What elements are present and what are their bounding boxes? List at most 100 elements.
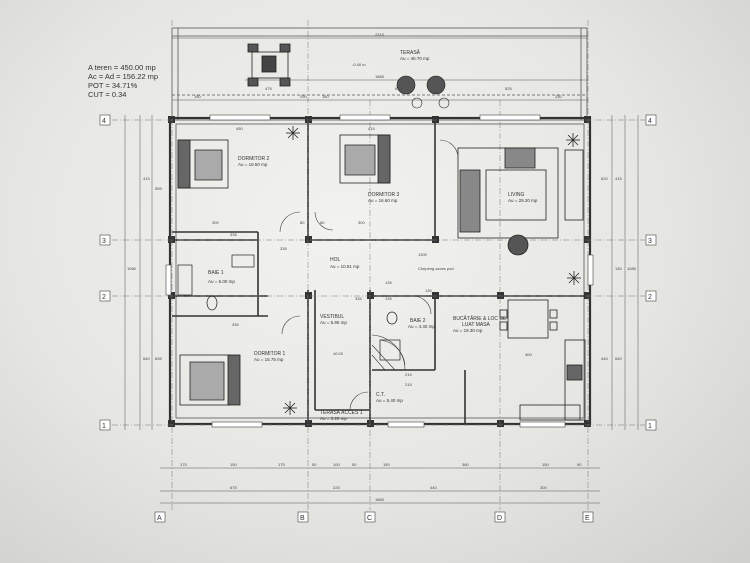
room-ct-name: C.T. [376,392,385,398]
dim-left-640: 640 [143,356,150,361]
bed-dormitor-3 [339,134,391,184]
dim-inner-215b: 215 [405,382,412,387]
room-bucatarie-area: Au = 19.30 mp [453,328,483,333]
kitchen-table [499,299,558,339]
dim-right-445: 445 [601,356,608,361]
dim-top-1865: 1865 [375,74,385,79]
dim-bottom-100: 100 [333,462,340,467]
room-bucatarie-line1: BUCĂTĂRIE & LOC DE [453,315,507,322]
dim-left-415: 415 [143,176,150,181]
row-label-3-right: 3 [648,238,652,245]
dim-inner-300b: 300 [358,220,365,225]
plants [283,126,581,415]
dim-inner-335b: 335 [232,322,239,327]
col-label-a: A [157,515,162,522]
dim-inner-335d: 335 [355,296,362,301]
dim-top-150: 150 [194,94,201,99]
dim-inner-335c: 335 [230,232,237,237]
row-label-2-right: 2 [648,294,652,301]
row-label-4-left: 4 [102,118,106,125]
room-dormitor1-area: Au = 15.75 mp [254,357,284,362]
room-living-area: Au = 29.20 mp [508,198,538,203]
dim-left-835: 835 [155,356,162,361]
dimension-lines [124,37,639,504]
dim-top-290: 290 [300,94,307,99]
room-dormitor2-name: DORMITOR 2 [238,156,270,162]
dim-left-555: 555 [155,186,162,191]
room-vestibul-area: Au = 5.95 mp [320,320,347,325]
dim-bottom-225: 225 [333,485,340,490]
dim-right-620: 620 [601,176,608,181]
dim-bottom-675: 675 [230,485,237,490]
dim-inner-300a: 300 [212,220,219,225]
dim-bottom-90: 90 [577,462,582,467]
dim-left-1080: 1080 [127,266,137,271]
dim-right-1085: 1085 [627,266,637,271]
dim-inner-1300: 1300 [418,252,428,257]
dim-top-total: 2315 [375,32,385,37]
dim-bottom-50b: 50 [352,462,357,467]
note-acces-pod: Chepeng acces pod [418,266,454,271]
dim-inner-335a: 335 [280,246,287,251]
bath-fixtures [177,254,401,361]
room-terasa-name: TERASĂ [400,49,421,56]
level-vestibul: ±0.00 [333,351,344,356]
dim-bottom-150a: 150 [230,462,237,467]
room-baie2-name: BAIE 2 [410,318,426,324]
col-label-b: B [300,515,305,522]
col-label-e: E [585,515,590,522]
room-terasa-acces-area: Au = 3.20 mp [320,416,347,421]
dim-top-230: 230 [555,94,562,99]
dim-bottom-50a: 50 [312,462,317,467]
stat-ac: Ac = Ad = 156.22 mp [88,72,159,81]
dim-inner-450: 450 [236,126,243,131]
terrace-lounge-chairs [396,75,450,109]
dim-inner-130: 130 [425,288,432,293]
dim-inner-215a: 215 [405,372,412,377]
room-dormitor3-name: DORMITOR 3 [368,192,400,198]
room-hol-area: Au = 10.81 mp [330,264,360,269]
dim-bottom-300: 300 [540,485,547,490]
dim-top-160: 160 [322,94,329,99]
dim-right-640: 640 [615,356,622,361]
dim-inner-415: 415 [368,126,375,131]
bed-dormitor-2 [177,139,229,189]
axis-bubbles [99,114,657,523]
room-baie1-area: Au = 6.00 mp [208,279,235,284]
dim-bottom-440: 440 [430,485,437,490]
windows [165,114,594,428]
stat-pot: POT = 34.71% [88,81,138,90]
col-label-c: C [367,515,372,522]
room-dormitor1-name: DORMITOR 1 [254,351,286,357]
room-terasa-area: Au = 46.70 mp [400,56,430,61]
room-living-name: LIVING [508,192,525,198]
stat-cut: CUT = 0.34 [88,90,127,99]
dim-bottom-total: 1865 [375,497,385,502]
room-baie2-area: Au = 4.40 mp [408,324,435,329]
dim-bottom-150b: 150 [383,462,390,467]
room-dormitor2-area: Au = 19.50 mp [238,162,268,167]
stat-teren: A teren = 450.00 mp [88,63,156,72]
row-label-3-left: 3 [102,238,106,245]
stairs [371,334,406,371]
dim-top-525: 525 [505,86,512,91]
dim-right-415: 415 [615,176,622,181]
dim-inner-80b: 80 [320,220,325,225]
room-hol-name: HOL [330,257,341,263]
structural-columns [168,116,591,427]
room-terasa-acces-name: TERASĂ ACCES 1 [320,409,363,416]
row-label-2-left: 2 [102,294,106,301]
dim-inner-135a: 135 [385,280,392,285]
dim-bottom-380: 380 [462,462,469,467]
room-baie1-name: BAIE 1 [208,270,224,276]
row-label-1-left: 1 [102,423,106,430]
kitchen-counter [519,339,586,421]
living-sofa-set [457,147,584,256]
room-vestibul-name: VESTIBUL [320,314,344,320]
doors [279,139,459,411]
dim-right-130: 130 [615,266,622,271]
room-bucatarie-line2: LUAT MASA [462,322,491,328]
room-ct-area: Au = 5.40 mp [376,398,403,403]
